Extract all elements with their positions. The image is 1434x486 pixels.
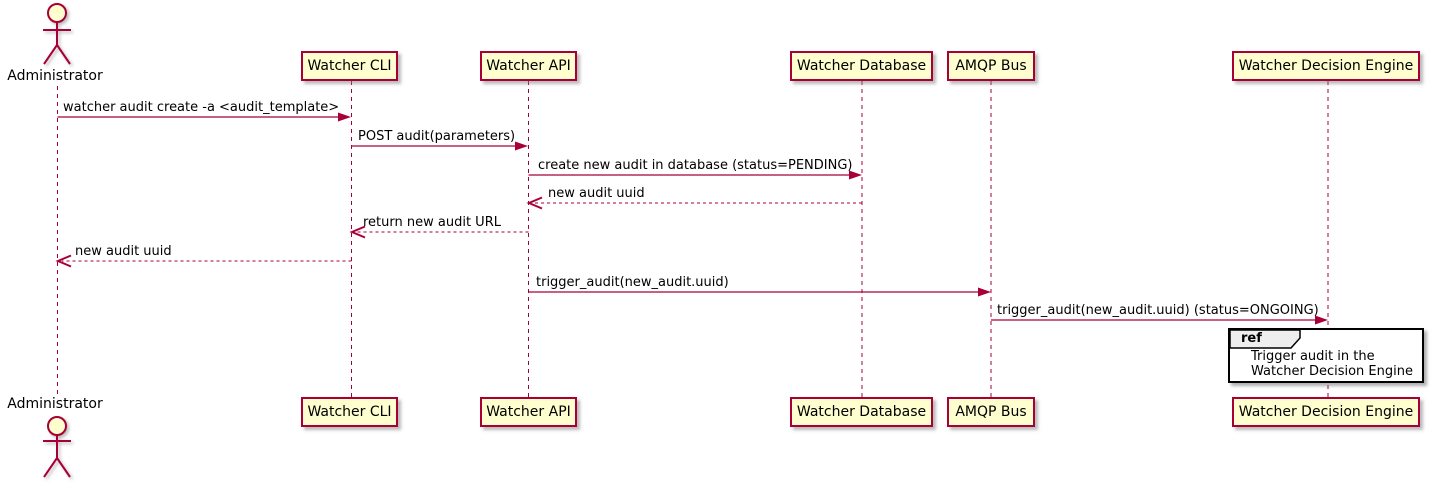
participant-box-watcher-database-top: Watcher Database [790,51,933,81]
arrowhead-2 [515,141,528,151]
message-label-trigger-audit-ongoing: trigger_audit(new_audit.uuid) (status=ON… [997,303,1319,318]
participant-label: Watcher Decision Engine [1238,58,1414,74]
actor-head [47,416,67,436]
message-label-audit-create: watcher audit create -a <audit_template> [63,100,340,115]
participant-label: Watcher CLI [307,58,392,74]
participant-label: Watcher API [486,404,571,420]
participant-label: Watcher API [486,58,571,74]
ref-text-line2: Watcher Decision Engine [1251,364,1413,379]
ref-header-shape [1229,329,1301,349]
message-label-create-new-audit: create new audit in database (status=PEN… [538,158,853,173]
actor-figure-bottom-icon [43,416,71,478]
participant-box-amqp-bus-bottom: AMQP Bus [947,397,1035,427]
participant-box-watcher-cli-top: Watcher CLI [301,51,398,81]
participant-box-watcher-database-bottom: Watcher Database [790,397,933,427]
participant-label: AMQP Bus [955,404,1027,420]
message-label-trigger-audit: trigger_audit(new_audit.uuid) [536,275,729,290]
solid-arrowheads [338,112,1328,325]
participant-box-watcher-decision-engine-top: Watcher Decision Engine [1232,51,1420,81]
message-label-return-audit-url: return new audit URL [363,215,501,230]
ref-header-pentagon [1229,329,1301,349]
participant-label: Watcher CLI [307,404,392,420]
actor-leg-left [43,457,58,478]
arrowhead-5 [349,225,366,239]
dashed-arrowheads [55,196,543,268]
ref-text-line1: Trigger audit in the [1251,349,1375,364]
dashed-arrows [62,202,862,262]
actor-leg-right [56,44,71,65]
arrowhead-3 [849,170,862,180]
message-label-new-audit-uuid-cli: new audit uuid [75,244,172,259]
message-label-post-audit: POST audit(parameters) [358,129,516,144]
arrowhead-1 [338,112,351,122]
arrowhead-4 [526,196,543,210]
message-label-new-audit-uuid-db: new audit uuid [548,186,645,201]
ref-fragment: ref Trigger audit in the Watcher Decisio… [1228,328,1424,383]
arrowhead-8 [1315,315,1328,325]
actor-leg-left [43,44,58,65]
actor-head [47,3,67,23]
arrowhead-7 [978,287,991,297]
participant-box-amqp-bus-top: AMQP Bus [947,51,1035,81]
participant-box-watcher-cli-bottom: Watcher CLI [301,397,398,427]
actor-figure-top-icon [43,3,71,65]
participant-label: Watcher Database [796,58,927,74]
participant-box-watcher-api-bottom: Watcher API [480,397,577,427]
ref-keyword-label: ref [1241,331,1262,346]
solid-arrows [57,116,1316,321]
participant-label: Watcher Database [796,404,927,420]
participant-label: Watcher Decision Engine [1238,404,1414,420]
participant-label: AMQP Bus [955,58,1027,74]
participant-box-watcher-decision-engine-bottom: Watcher Decision Engine [1232,397,1420,427]
arrowhead-6 [55,254,72,268]
actor-label-top: Administrator [7,68,103,84]
participant-box-watcher-api-top: Watcher API [480,51,577,81]
actor-label-bottom: Administrator [7,396,103,412]
actor-leg-right [56,457,71,478]
lifelines [57,81,1329,397]
